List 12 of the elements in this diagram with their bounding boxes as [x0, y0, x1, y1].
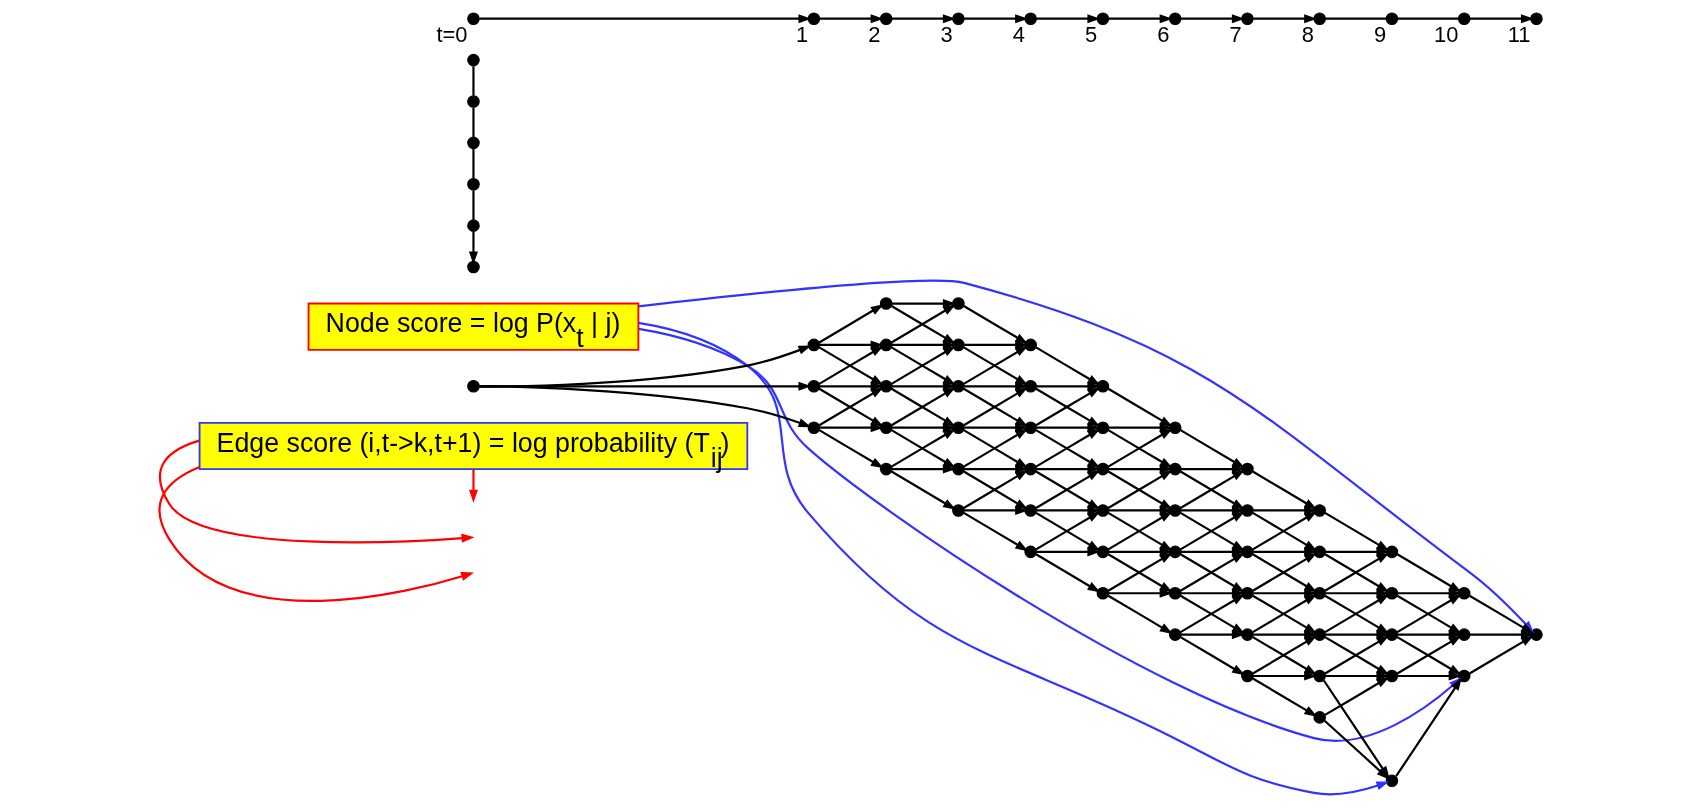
node-label: 11 [1507, 21, 1531, 47]
node-label: 10 [1433, 21, 1458, 47]
node-label: 9 [1373, 21, 1386, 47]
node-label: 7 [1229, 21, 1242, 47]
node-label: 6 [1156, 21, 1169, 47]
node-label: 5 [1084, 21, 1097, 47]
node-label: 3 [940, 21, 953, 47]
node-label: 4 [1012, 21, 1025, 47]
node-label: t=0 [435, 21, 467, 47]
node-label: 2 [867, 21, 880, 47]
node-label: 8 [1301, 21, 1314, 47]
node-label: 1 [795, 21, 808, 47]
